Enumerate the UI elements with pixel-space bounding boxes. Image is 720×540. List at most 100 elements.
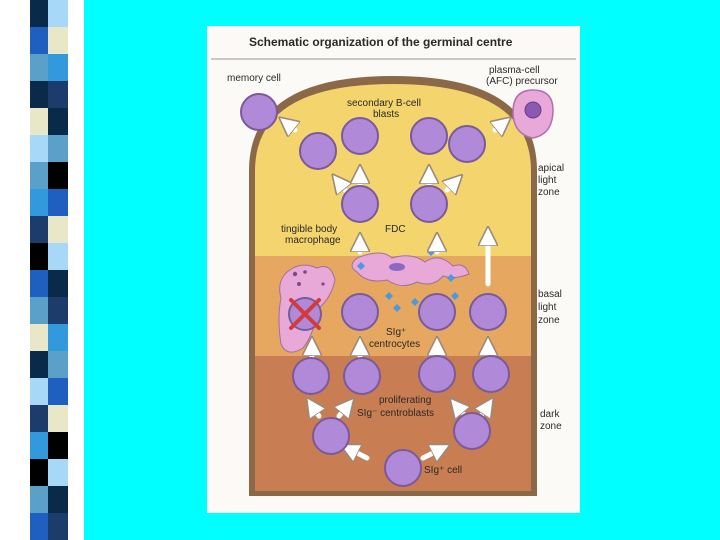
centroblast	[453, 412, 491, 450]
centrocyte	[469, 293, 507, 331]
arrow	[311, 404, 319, 416]
stripe-block	[30, 270, 50, 297]
secondary-b-cell-blast	[341, 117, 379, 155]
stripe-block	[48, 432, 68, 459]
stripe-block	[30, 351, 50, 378]
germinal-centre-figure: Schematic organization of the germinal c…	[207, 26, 580, 513]
apoptotic-body	[321, 282, 325, 286]
centroblast	[418, 355, 456, 393]
decorative-stripe	[0, 0, 84, 540]
stripe-block	[48, 513, 68, 540]
label-dark-zone: zone	[540, 421, 562, 432]
stripe-block	[48, 270, 68, 297]
stripe-block	[30, 81, 50, 108]
stripe-block	[30, 0, 50, 27]
arrow	[447, 180, 457, 190]
stripe-block	[48, 54, 68, 81]
cross-mark	[289, 298, 321, 330]
centroblast	[292, 357, 330, 395]
antigen	[447, 274, 455, 282]
centroblast	[312, 417, 350, 455]
stripe-block	[30, 513, 50, 540]
stripe-block	[48, 108, 68, 135]
label-tingible-macrophage: macrophage	[285, 235, 341, 246]
stripe-block	[48, 135, 68, 162]
secondary-b-cell-blast	[341, 185, 379, 223]
label-secondary-blasts: secondary B-cell	[347, 98, 421, 109]
germinal-centre-diagram: Schematic organization of the germinal c…	[211, 35, 576, 496]
arrow	[455, 404, 465, 416]
apoptotic-body	[297, 282, 301, 286]
arrow	[481, 404, 489, 416]
stripe-block	[48, 216, 68, 243]
label-basal-zone: light	[538, 302, 557, 313]
stripe-block	[48, 486, 68, 513]
stripe-block	[30, 54, 50, 81]
centroblast	[472, 355, 510, 393]
stripe-block	[30, 108, 50, 135]
stripe-block	[30, 27, 50, 54]
stripe-block	[30, 189, 50, 216]
stripe-block	[48, 162, 68, 189]
stripe-block	[48, 189, 68, 216]
stripe-block	[30, 405, 50, 432]
stripe-block	[48, 378, 68, 405]
stripe-block	[30, 432, 50, 459]
label-basal-zone: basal	[538, 289, 562, 300]
label-apical-zone: apical	[538, 163, 564, 174]
stripe-block	[48, 27, 68, 54]
centrocyte	[418, 293, 456, 331]
secondary-b-cell-blast	[410, 185, 448, 223]
antigen	[451, 292, 459, 300]
label-apical-zone: zone	[538, 187, 560, 198]
label-apical-zone: light	[538, 175, 557, 186]
stripe-block	[30, 135, 50, 162]
centrocyte	[341, 293, 379, 331]
antigen	[385, 292, 393, 300]
label-plasma-cell: plasma-cell	[489, 65, 540, 76]
apoptotic-body	[303, 270, 307, 274]
secondary-b-cell-blast	[448, 125, 486, 163]
label-secondary-blasts: blasts	[373, 109, 399, 120]
cells	[240, 93, 510, 487]
antigen	[393, 304, 401, 312]
secondary-b-cell-blast	[299, 132, 337, 170]
label-dark-zone: dark	[540, 409, 560, 420]
label-tingible-macrophage: tingible body	[281, 224, 337, 235]
label-sig-cell: SIg⁺ cell	[424, 465, 462, 476]
label-memory-cell: memory cell	[227, 73, 281, 84]
stripe-block	[30, 243, 50, 270]
antigen	[357, 262, 365, 270]
arrow	[347, 448, 370, 458]
fdc-network	[351, 252, 470, 286]
stripe-block	[30, 459, 50, 486]
stripe-block	[30, 486, 50, 513]
stripe-block	[48, 297, 68, 324]
apoptotic-body	[292, 271, 298, 277]
secondary-b-cell-blast	[410, 117, 448, 155]
stripe-block	[48, 405, 68, 432]
arrow	[339, 404, 349, 416]
label-fdc: FDC	[385, 224, 406, 235]
plasma-cell-nucleus	[524, 101, 542, 119]
stripe-block	[30, 324, 50, 351]
stripe-block	[30, 216, 50, 243]
stripe-block	[30, 162, 50, 189]
arrow	[285, 122, 295, 130]
arrows	[285, 122, 505, 458]
stripe-block	[48, 459, 68, 486]
arrow	[420, 448, 443, 458]
stripe-block	[48, 324, 68, 351]
label-centrocytes: centrocytes	[369, 339, 420, 350]
stripe-block	[48, 0, 68, 27]
stripe-block	[48, 243, 68, 270]
stripe-block	[48, 351, 68, 378]
label-centrocytes: SIg⁺	[386, 327, 406, 338]
stripe-block	[30, 297, 50, 324]
arrow	[337, 180, 345, 190]
figure-title: Schematic organization of the germinal c…	[249, 35, 513, 49]
fdc-nucleus	[389, 263, 405, 271]
stripe-block	[48, 81, 68, 108]
stripe-block	[30, 378, 50, 405]
label-plasma-cell: (AFC) precursor	[486, 76, 558, 87]
